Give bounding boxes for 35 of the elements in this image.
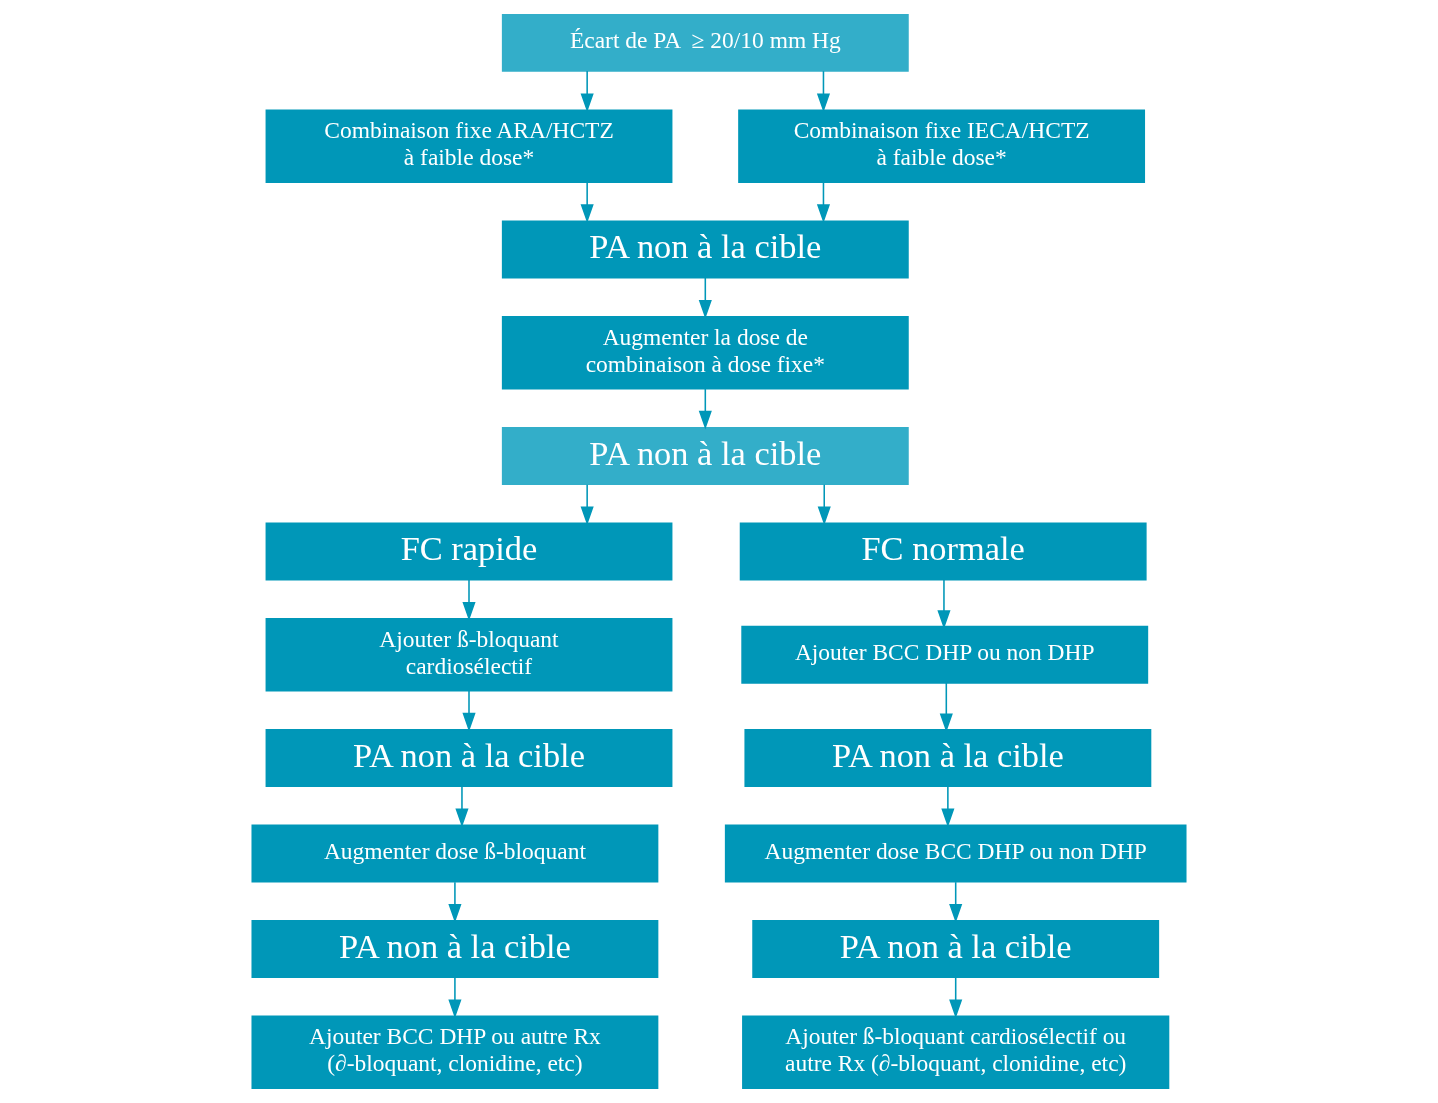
node-box: PA non à la cible [265,729,673,787]
node-box: PA non à la cible [752,920,1160,978]
arrow [462,578,476,621]
arrow [580,70,594,113]
node-box: Écart de PA ≥ 20/10 mm Hg [501,13,909,72]
arrow [448,881,462,923]
arrow [462,690,476,732]
node-box: PA non à la cible [251,920,659,978]
arrow [817,483,831,526]
node-box: Combinaison fixe ARA/HCTZ à faible dose* [265,109,673,183]
node-box: Ajouter ß-bloquant cardiosélectif ou autre Rx (∂-bloquant, clonidine, etc) [742,1015,1170,1090]
arrow [580,483,594,526]
arrow [698,276,712,319]
arrow [448,976,462,1019]
arrow [941,785,955,828]
arrow [949,881,963,923]
node-box: FC normale [739,522,1147,581]
node-box: Ajouter BCC DHP ou non DHP [741,625,1149,684]
arrow [580,181,594,224]
node-box: Augmenter dose ß-bloquant [251,824,659,883]
node-box: FC rapide [265,522,673,581]
node-box: PA non à la cible [501,427,909,485]
node-box: PA non à la cible [744,729,1152,787]
node-box: Combinaison fixe IECA/HCTZ à faible dose* [738,109,1146,183]
arrow [698,388,712,430]
arrow [949,976,963,1019]
arrow [816,70,831,113]
node-box: Augmenter dose BCC DHP ou non DHP [724,824,1187,883]
arrow [937,578,951,629]
arrow [455,785,469,828]
node-box: Ajouter BCC DHP ou autre Rx (∂-bloquant, clonidine, etc) [251,1015,659,1090]
node-box: Augmenter la dose de combinaison à dose fixe* [501,316,909,390]
node-box: PA non à la cible [501,220,909,279]
arrow [816,181,831,224]
node-box: Ajouter ß-bloquant cardiosélectif [265,618,673,692]
